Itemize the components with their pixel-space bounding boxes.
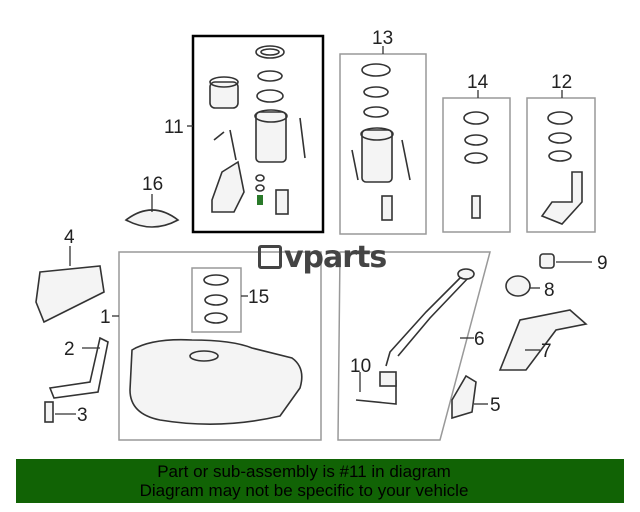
assembly-14-parts <box>463 111 489 219</box>
callout-1: 1 <box>100 307 111 328</box>
callout-6: 6 <box>474 329 485 350</box>
callout-14: 14 <box>467 72 489 93</box>
watermark-logo: vparts <box>258 240 387 275</box>
heat-shield-4 <box>35 265 105 324</box>
callout-13: 13 <box>372 28 393 49</box>
callout-5: 5 <box>490 395 501 416</box>
assembly-12-parts <box>540 111 583 225</box>
assembly-13-parts <box>351 63 411 221</box>
callout-3: 3 <box>77 405 88 426</box>
logo-mark-icon <box>258 245 282 269</box>
filler-pipe-box-6 <box>337 251 491 441</box>
assembly-14-box <box>442 97 511 233</box>
callout-8: 8 <box>544 280 555 301</box>
fuel-tank-box-1 <box>118 251 322 441</box>
callout-16: 16 <box>142 174 163 195</box>
callout-2: 2 <box>64 339 75 360</box>
info-banner: Part or sub-assembly is #11 in diagram D… <box>16 459 624 503</box>
banner-line-1: Part or sub-assembly is #11 in diagram <box>157 462 451 481</box>
filler-cap-8 <box>505 275 531 297</box>
shield-5 <box>451 374 477 420</box>
bracket-7 <box>498 309 588 371</box>
assembly-11-box[interactable] <box>191 34 325 234</box>
banner-line-2: Diagram may not be specific to your vehi… <box>139 481 469 500</box>
gasket-16 <box>124 209 180 228</box>
callout-12: 12 <box>551 72 572 93</box>
assembly-15-box <box>191 267 242 333</box>
callout-4: 4 <box>64 227 75 248</box>
callout-7: 7 <box>541 341 552 362</box>
logo-text: vparts <box>284 240 387 275</box>
assembly-12-box <box>526 97 596 233</box>
cap-9 <box>539 253 555 269</box>
bolt-3 <box>44 401 54 423</box>
callout-10: 10 <box>350 356 371 377</box>
callout-9: 9 <box>597 253 608 274</box>
callout-11: 11 <box>164 117 184 138</box>
fuel-tank-1 <box>129 338 303 425</box>
fuel-pump-module-parts <box>209 45 306 215</box>
strap-2 <box>48 336 109 399</box>
filler-pipe-6 <box>385 271 471 367</box>
callout-15: 15 <box>248 287 269 308</box>
